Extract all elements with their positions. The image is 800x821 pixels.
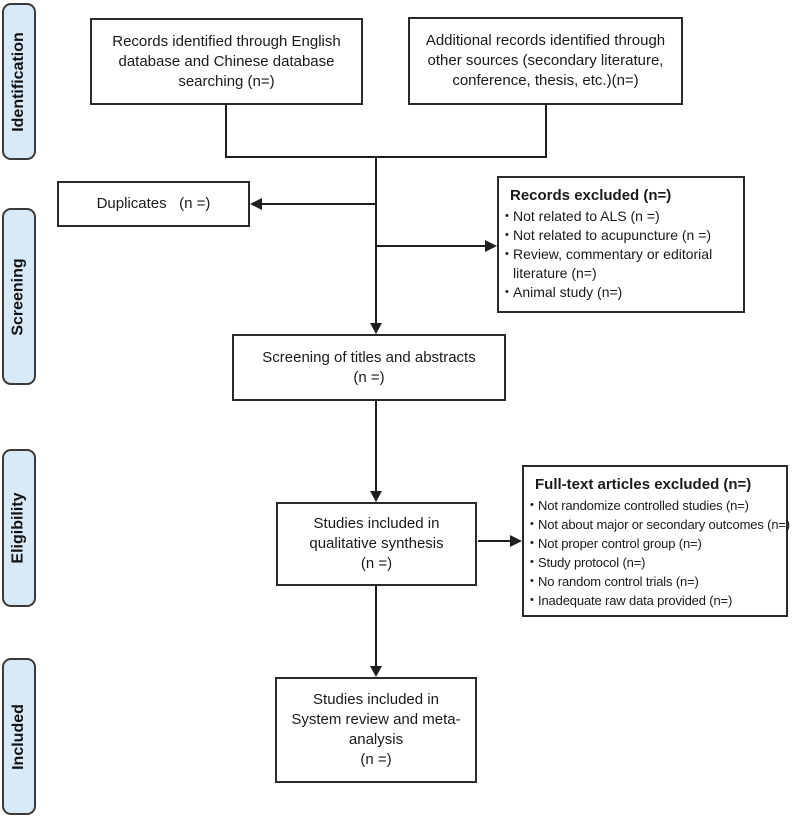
line-qualitative-to-final bbox=[375, 586, 377, 667]
line-to-duplicates bbox=[261, 203, 377, 205]
fulltext-excluded-reason: • Not proper control group (n=) bbox=[530, 534, 784, 553]
bullet-icon: • bbox=[505, 248, 509, 260]
fulltext-excluded-reason-text: Study protocol (n=) bbox=[538, 555, 646, 570]
line-to-fulltext-excluded bbox=[478, 540, 511, 542]
records-excluded-reason: • Animal study (n=) bbox=[505, 283, 741, 302]
stage-eligibility: Eligibility bbox=[2, 449, 36, 607]
stage-included: Included bbox=[2, 658, 36, 815]
fulltext-excluded-reason-text: No random control trials (n=) bbox=[538, 574, 699, 589]
stage-screening: Screening bbox=[2, 208, 36, 385]
fulltext-excluded-reason: • No random control trials (n=) bbox=[530, 572, 784, 591]
arrowhead-into-duplicates bbox=[250, 198, 262, 210]
stage-included-label: Included bbox=[10, 703, 27, 770]
stage-identification-label: Identification bbox=[10, 31, 27, 132]
arrowhead-into-fulltext-excluded bbox=[510, 535, 522, 547]
box-duplicates-text: Duplicates (n =) bbox=[96, 195, 211, 212]
line-additional-down bbox=[545, 104, 547, 158]
arrowhead-into-qualitative bbox=[370, 491, 382, 502]
records-excluded-reason-text: Not related to ALS (n =) bbox=[513, 208, 660, 224]
line-to-records-excluded bbox=[375, 245, 486, 247]
box-qualitative-synthesis-text: Studies included in qualitative synthesi… bbox=[309, 515, 444, 572]
fulltext-excluded-reason: • Not about major or secondary outcomes (… bbox=[530, 515, 790, 534]
box-screening-titles-abstracts: Screening of titles and abstracts (n =) bbox=[232, 334, 506, 401]
box-additional-records: Additional records identified through ot… bbox=[408, 17, 683, 105]
fulltext-excluded-reason-text: Not randomize controlled studies (n=) bbox=[538, 498, 749, 513]
fulltext-excluded-reason-text: Not proper control group (n=) bbox=[538, 536, 702, 551]
line-center-to-screening bbox=[375, 156, 377, 324]
box-records-identified-text: Records identified through English datab… bbox=[112, 32, 341, 90]
stage-screening-label: Screening bbox=[10, 257, 28, 336]
fulltext-excluded-reason: • Not randomize controlled studies (n=) bbox=[530, 496, 784, 515]
box-records-identified: Records identified through English datab… bbox=[90, 18, 363, 105]
bullet-icon: • bbox=[505, 210, 509, 222]
fulltext-excluded-reason-list: • Not randomize controlled studies (n=) • N… bbox=[530, 496, 790, 610]
bullet-icon: • bbox=[530, 556, 534, 568]
bullet-icon: • bbox=[530, 575, 534, 587]
box-fulltext-excluded-title: Full-text articles excluded (n=) bbox=[535, 476, 752, 493]
line-merge-horizontal bbox=[225, 156, 547, 158]
records-excluded-reason-list: • Not related to ALS (n =) • Not related to… bbox=[505, 207, 741, 302]
bullet-icon: • bbox=[505, 286, 509, 298]
arrowhead-into-records-excluded bbox=[485, 240, 497, 252]
records-excluded-reason-text: Review, commentary or editorial literatu… bbox=[513, 246, 713, 281]
records-excluded-reason: • Review, commentary or editorial literat… bbox=[505, 245, 741, 283]
box-duplicates: Duplicates (n =) bbox=[57, 181, 250, 227]
fulltext-excluded-reason-text: Inadequate raw data provided (n=) bbox=[538, 593, 733, 608]
arrowhead-into-final bbox=[370, 666, 382, 677]
records-excluded-reason-text: Animal study (n=) bbox=[513, 284, 623, 300]
box-systematic-review-included: Studies included in System review and me… bbox=[275, 677, 477, 783]
box-records-excluded: Records excluded (n=) • Not related to AL… bbox=[497, 176, 745, 313]
bullet-icon: • bbox=[530, 537, 534, 549]
stage-identification: Identification bbox=[2, 3, 36, 160]
fulltext-excluded-reason: • Study protocol (n=) bbox=[530, 553, 784, 572]
arrowhead-into-screening bbox=[370, 323, 382, 334]
fulltext-excluded-reason-text: Not about major or secondary outcomes (n… bbox=[538, 517, 791, 532]
box-records-excluded-title: Records excluded (n=) bbox=[510, 187, 672, 204]
bullet-icon: • bbox=[530, 594, 534, 606]
records-excluded-reason: • Not related to ALS (n =) bbox=[505, 207, 741, 226]
box-qualitative-synthesis: Studies included in qualitative synthesi… bbox=[276, 502, 477, 586]
bullet-icon: • bbox=[530, 499, 534, 511]
records-excluded-reason-text: Not related to acupuncture (n =) bbox=[513, 227, 712, 243]
bullet-icon: • bbox=[505, 229, 509, 241]
box-systematic-review-included-text: Studies included in System review and me… bbox=[291, 691, 461, 768]
box-fulltext-excluded: Full-text articles excluded (n=) • Not ra… bbox=[522, 465, 790, 617]
records-excluded-reason: • Not related to acupuncture (n =) bbox=[505, 226, 741, 245]
stage-eligibility-label: Eligibility bbox=[10, 492, 27, 564]
box-additional-records-text: Additional records identified through ot… bbox=[425, 32, 666, 89]
line-screening-to-qualitative bbox=[375, 401, 377, 492]
line-records-down bbox=[225, 104, 227, 158]
fulltext-excluded-reason: • Inadequate raw data provided (n=) bbox=[530, 591, 784, 610]
box-screening-text: Screening of titles and abstracts (n =) bbox=[262, 348, 476, 386]
bullet-icon: • bbox=[530, 518, 534, 530]
